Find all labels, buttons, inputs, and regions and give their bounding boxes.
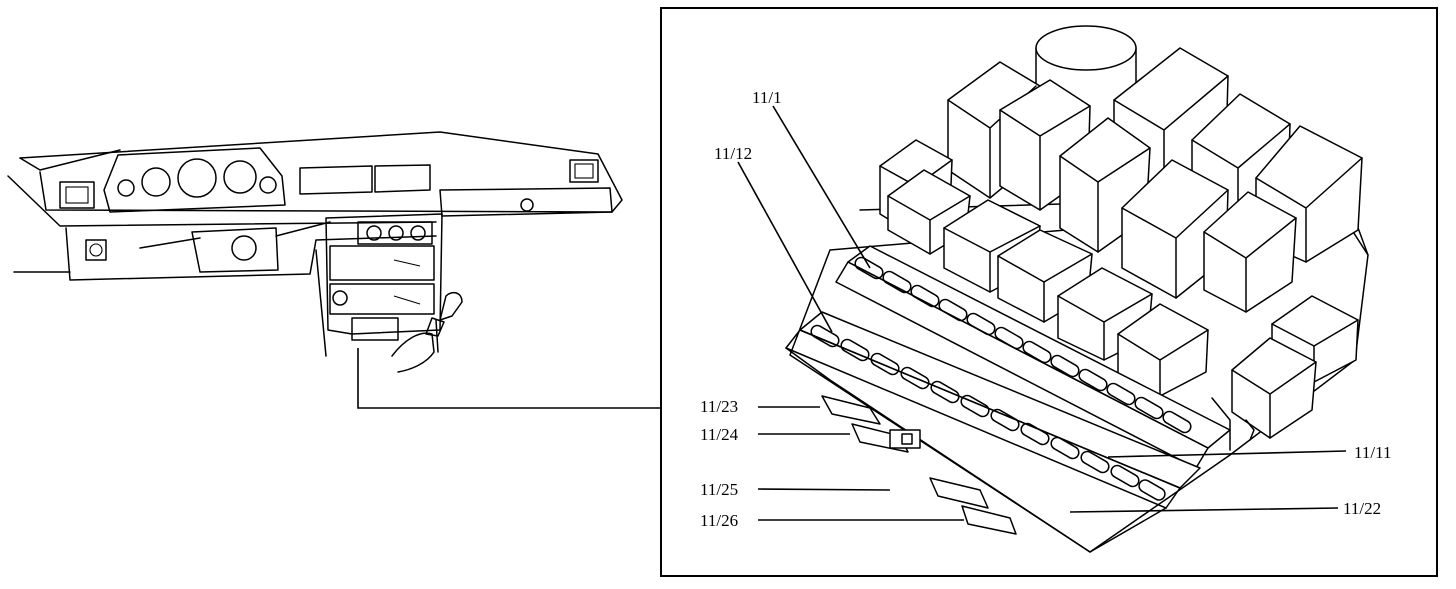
dashboard-illustration — [7, 131, 662, 409]
callout-11-26: 11/26 — [700, 511, 964, 530]
label-11-11: 11/11 — [1354, 443, 1391, 462]
callout-11-23: 11/23 — [700, 397, 820, 416]
relay-fuse-box — [785, 25, 1369, 553]
callout-11-24: 11/24 — [700, 425, 850, 444]
fuse-slots-upper — [854, 256, 1192, 434]
callout-11-25: 11/25 — [700, 480, 891, 499]
callout-11-11: 11/11 — [1107, 443, 1391, 462]
fuse-slots-lower — [810, 324, 1166, 501]
label-11-1: 11/1 — [752, 88, 782, 107]
label-11-24: 11/24 — [700, 425, 739, 444]
label-11-22: 11/22 — [1343, 499, 1381, 518]
callout-11-22: 11/22 — [1069, 499, 1381, 518]
label-11-12: 11/12 — [714, 144, 752, 163]
label-11-25: 11/25 — [700, 480, 738, 499]
fuse-tray-lower — [785, 311, 1201, 553]
callout-11-12: 11/12 — [714, 144, 833, 333]
detail-frame — [660, 7, 1438, 577]
label-11-26: 11/26 — [700, 511, 738, 530]
connectors — [821, 395, 1255, 535]
label-11-23: 11/23 — [700, 397, 738, 416]
relay-group-front — [887, 169, 1359, 439]
callout-11-1: 11/1 — [752, 88, 871, 269]
